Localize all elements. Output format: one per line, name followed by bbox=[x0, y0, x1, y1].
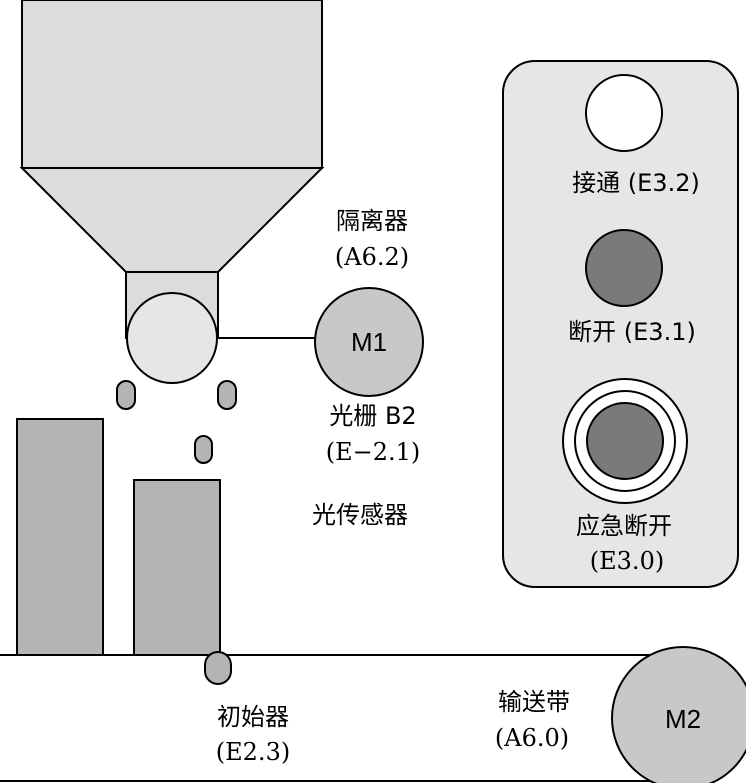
separator-name: 隔离器 bbox=[336, 207, 408, 235]
emergency-button-name: 应急断开 bbox=[576, 512, 672, 540]
initiator-code: (E2.3) bbox=[216, 738, 290, 766]
on-button-label: 接通 (E3.2) bbox=[572, 169, 700, 197]
conveyor-name: 输送带 bbox=[498, 688, 570, 716]
falling-item bbox=[217, 380, 237, 410]
motor-m1 bbox=[314, 287, 424, 397]
light-grid-code: (E−2.1) bbox=[326, 438, 421, 466]
photo-sensor-name: 光传感器 bbox=[312, 501, 408, 529]
separator-code: (A6.2) bbox=[335, 243, 409, 271]
separator-wheel bbox=[126, 292, 218, 384]
conveyor-code: (A6.0) bbox=[495, 724, 569, 752]
falling-item bbox=[194, 435, 213, 464]
initiator-sensor bbox=[204, 651, 232, 685]
hopper-body bbox=[21, 0, 323, 169]
box bbox=[16, 418, 104, 656]
light-grid-name: 光栅 B2 bbox=[329, 402, 416, 430]
box bbox=[133, 479, 221, 656]
initiator-name: 初始器 bbox=[217, 703, 289, 731]
falling-item bbox=[116, 380, 136, 410]
motor-m2 bbox=[611, 646, 746, 783]
emergency-button-code: (E3.0) bbox=[590, 547, 664, 575]
emergency-button[interactable] bbox=[586, 402, 664, 480]
hopper-funnel bbox=[19, 167, 325, 273]
motor-m2-label: M2 bbox=[665, 704, 701, 734]
off-button-label: 断开 (E3.1) bbox=[568, 318, 696, 346]
off-button[interactable] bbox=[585, 229, 663, 307]
motor-m1-label: M1 bbox=[351, 327, 387, 357]
on-button[interactable] bbox=[585, 74, 663, 152]
